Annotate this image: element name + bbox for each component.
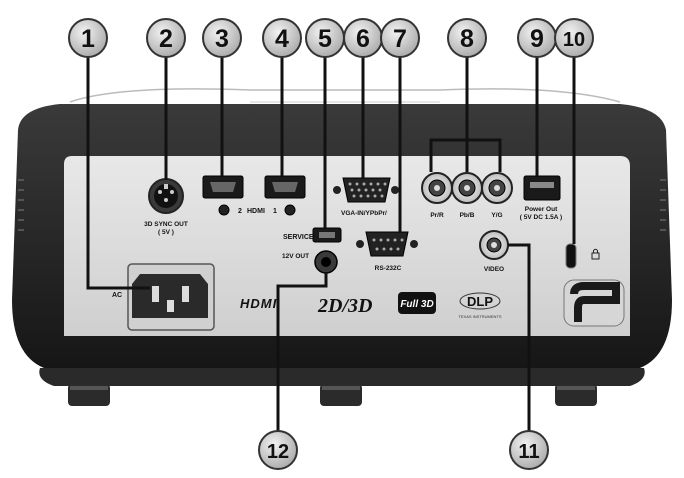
svg-text:1: 1 [81,25,95,53]
leader-12 [276,273,328,432]
svg-text:2: 2 [159,25,173,53]
label-vga: VGA-IN/YPbPr/ [341,210,387,217]
label-ac: AC [112,292,122,299]
label-pb: Pb/B [460,212,475,219]
rca-pr-jack [421,172,453,204]
svg-text:Full 3D: Full 3D [400,299,433,310]
label-service: SERVICE [283,234,314,241]
svg-text:7: 7 [393,25,407,53]
label-hdmi-2: 2 [238,208,242,215]
usb-power-out-port [523,175,561,201]
callout-7: 7 [380,18,420,58]
label-3d-sync-line2: ( 5V ) [158,229,174,236]
callout-10: 10 [554,18,594,58]
label-hdmi: HDMI [247,208,265,215]
side-vents-left [18,179,24,231]
label-12v-out: 12V OUT [282,253,309,260]
vga-port [333,177,399,203]
kensington-lock-slot [565,243,600,269]
label-pr: Pr/R [430,212,444,219]
leader-1 [86,56,150,290]
label-rs232c: RS-232C [375,265,402,272]
hdmi-1-port [264,175,306,216]
full-3d-logo: Full 3D [398,292,436,314]
hdmi-logo: HDMI [240,296,277,311]
callout-4: 4 [262,18,302,58]
svg-text:TEXAS INSTRUMENTS: TEXAS INSTRUMENTS [458,314,501,319]
service-port [312,227,342,243]
label-hdmi-1: 1 [273,208,277,215]
svg-text:5: 5 [318,25,332,53]
svg-text:12: 12 [267,441,289,463]
ac-power-socket [127,263,215,331]
svg-text:DLP: DLP [467,294,493,309]
svg-text:4: 4 [275,25,289,53]
svg-text:11: 11 [518,441,539,463]
projector-base [39,368,645,386]
callout-3: 3 [202,18,242,58]
dlp-logo: DLP TEXAS INSTRUMENTS [458,292,502,319]
label-y: Y/G [491,212,502,219]
callout-1: 1 [68,18,108,58]
side-vents-right [660,179,666,231]
label-power-out-line1: Power Out [525,206,558,213]
callout-12: 12 [258,430,298,470]
svg-text:3: 3 [215,25,229,53]
label-video: VIDEO [484,266,504,273]
leader-11 [508,243,531,432]
callout-6: 6 [343,18,383,58]
rs232c-port [356,231,418,257]
callout-9: 9 [517,18,557,58]
svg-text:10: 10 [563,29,585,51]
callout-2: 2 [146,18,186,58]
12v-out-jack [314,250,338,274]
svg-text:6: 6 [356,25,370,53]
callout-5: 5 [305,18,345,58]
2d3d-logo: 2D/3D [317,295,372,317]
label-3d-sync-line1: 3D SYNC OUT [144,221,188,228]
label-power-out-line2: ( 5V DC 1.5A ) [520,214,562,221]
security-bar [563,279,625,327]
rca-pb-jack [451,172,483,204]
svg-text:9: 9 [530,25,544,53]
rca-y-jack [481,172,513,204]
rca-video-jack [479,230,509,260]
svg-text:8: 8 [460,25,474,53]
lock-icon [591,252,600,260]
callout-11: 11 [509,430,549,470]
leader-lines [86,56,576,432]
callout-8: 8 [447,18,487,58]
3d-sync-out-port [148,178,184,214]
